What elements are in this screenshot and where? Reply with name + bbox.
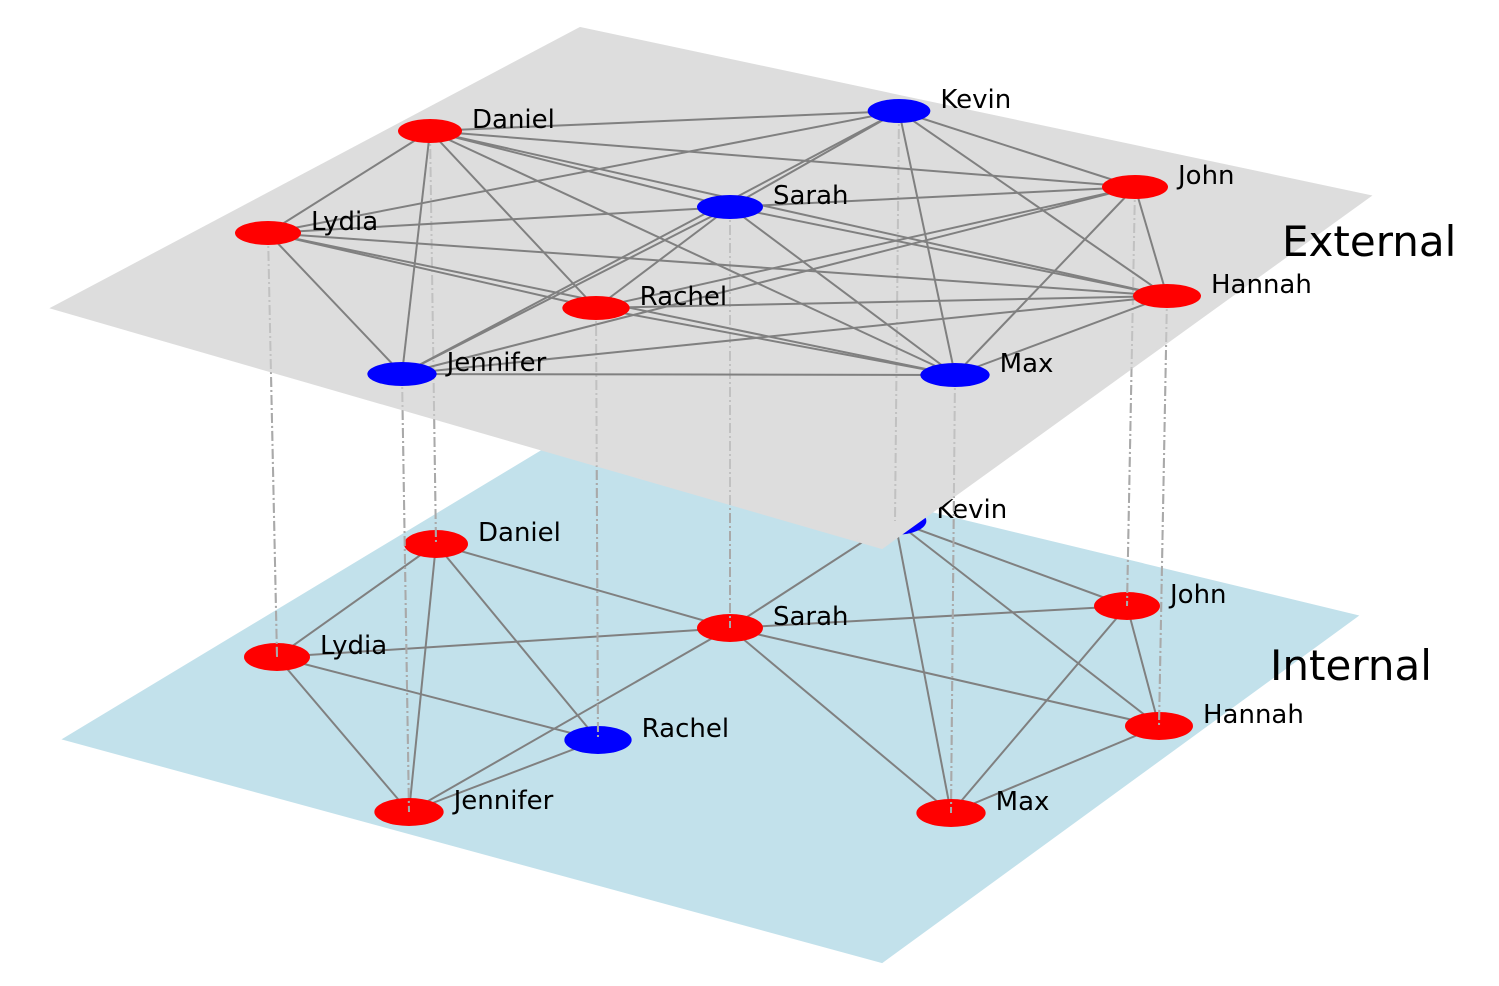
internal-node-label-hannah: Hannah xyxy=(1203,700,1304,730)
internal-edge-sarah-john xyxy=(729,605,1128,629)
internal-node-lydia[interactable] xyxy=(244,643,310,671)
external-edge-sarah-lydia xyxy=(267,206,731,234)
interlayer-link-overlay-daniel xyxy=(429,130,437,545)
internal-edge-lydia-rachel xyxy=(276,656,599,741)
external-node-label-kevin: Kevin xyxy=(940,85,1011,115)
external-edge-daniel-lydia xyxy=(267,130,431,234)
external-edge-rachel-hannah xyxy=(595,295,1168,309)
internal-node-label-sarah: Sarah xyxy=(773,602,849,632)
internal-edge-john-max xyxy=(950,605,1128,814)
external-node-rachel[interactable] xyxy=(562,296,630,320)
external-node-daniel[interactable] xyxy=(397,119,463,143)
interlayer-link-overlay-rachel xyxy=(595,307,599,741)
internal-node-label-daniel: Daniel xyxy=(478,518,561,548)
internal-node-hannah[interactable] xyxy=(1125,712,1193,740)
internal-edge-kevin-hannah xyxy=(894,520,1160,727)
external-layer-plane xyxy=(49,26,1373,550)
external-edge-sarah-john xyxy=(729,186,1136,208)
external-edge-daniel-sarah xyxy=(429,130,731,208)
external-node-label-rachel: Rachel xyxy=(640,282,727,312)
external-node-label-jennifer: Jennifer xyxy=(445,348,547,378)
external-edge-kevin-john xyxy=(898,110,1136,188)
external-node-kevin[interactable] xyxy=(867,99,931,123)
external-edge-lydia-rachel xyxy=(267,232,597,309)
external-edge-daniel-max xyxy=(429,130,956,376)
external-edge-jennifer-max xyxy=(401,373,956,376)
internal-node-label-john: John xyxy=(1168,580,1227,610)
internal-edge-daniel-sarah xyxy=(435,543,731,629)
internal-edge-rachel-jennifer xyxy=(408,739,599,813)
external-edge-max-hannah xyxy=(954,295,1168,376)
external-layer-title: External xyxy=(1282,217,1456,266)
external-node-max[interactable] xyxy=(920,363,990,387)
external-node-sarah[interactable] xyxy=(697,195,763,219)
interlayer-link-overlay-jennifer xyxy=(401,373,410,813)
internal-layer-plane xyxy=(61,426,1360,964)
external-node-label-sarah: Sarah xyxy=(773,181,849,211)
internal-node-label-lydia: Lydia xyxy=(320,631,387,661)
interlayer-link-overlay-john xyxy=(1126,186,1136,607)
internal-edge-kevin-john xyxy=(894,520,1128,607)
external-node-label-lydia: Lydia xyxy=(311,207,378,237)
external-edge-daniel-jennifer xyxy=(401,130,431,375)
external-node-john[interactable] xyxy=(1102,175,1168,199)
interlayer-link-overlay-lydia xyxy=(267,232,278,658)
external-node-label-daniel: Daniel xyxy=(472,105,555,135)
internal-node-label-rachel: Rachel xyxy=(642,714,729,744)
external-edge-sarah-jennifer xyxy=(401,206,731,375)
external-node-jennifer[interactable] xyxy=(367,362,437,386)
internal-node-label-max: Max xyxy=(996,787,1050,817)
external-node-label-max: Max xyxy=(1000,349,1054,379)
internal-edge-lydia-sarah xyxy=(276,627,731,658)
external-edge-lydia-jennifer xyxy=(267,232,403,375)
internal-edge-hannah-max xyxy=(950,725,1160,814)
external-edge-kevin-jennifer xyxy=(401,110,900,375)
internal-node-label-jennifer: Jennifer xyxy=(452,786,554,816)
external-edge-john-hannah xyxy=(1134,186,1168,297)
external-node-lydia[interactable] xyxy=(235,221,301,245)
internal-edge-sarah-max xyxy=(729,627,952,814)
interlayer-link-overlay-kevin xyxy=(894,110,900,522)
internal-edge-sarah-hannah xyxy=(729,627,1160,727)
internal-layer-title: Internal xyxy=(1270,641,1432,690)
external-node-hannah[interactable] xyxy=(1133,284,1201,308)
external-edge-sarah-rachel xyxy=(595,206,731,309)
external-edge-daniel-hannah xyxy=(429,130,1168,297)
external-edge-daniel-john xyxy=(429,130,1136,188)
external-edge-kevin-lydia xyxy=(267,110,900,234)
external-edge-sarah-max xyxy=(729,206,956,376)
internal-edge-sarah-jennifer xyxy=(408,627,731,813)
interlayer-link-overlay-max xyxy=(950,374,956,814)
external-edge-john-max xyxy=(954,186,1136,376)
external-edge-kevin-hannah xyxy=(898,110,1168,297)
external-node-label-hannah: Hannah xyxy=(1211,270,1312,300)
external-edge-john-jennifer xyxy=(401,186,1136,375)
external-edge-lydia-hannah xyxy=(267,232,1168,297)
internal-edge-daniel-jennifer xyxy=(408,543,437,813)
external-node-label-john: John xyxy=(1176,161,1235,191)
external-edge-rachel-max xyxy=(595,307,956,376)
internal-node-daniel[interactable] xyxy=(403,530,469,558)
internal-edge-lydia-jennifer xyxy=(276,656,410,813)
external-edge-daniel-kevin xyxy=(429,110,900,132)
external-edge-kevin-max xyxy=(898,110,956,376)
internal-edge-kevin-max xyxy=(894,520,952,814)
internal-edge-daniel-lydia xyxy=(276,543,437,658)
internal-edge-john-hannah xyxy=(1126,605,1160,727)
external-edge-jennifer-hannah xyxy=(401,295,1168,375)
external-edge-john-rachel xyxy=(595,186,1136,309)
external-edge-sarah-hannah xyxy=(729,206,1168,297)
